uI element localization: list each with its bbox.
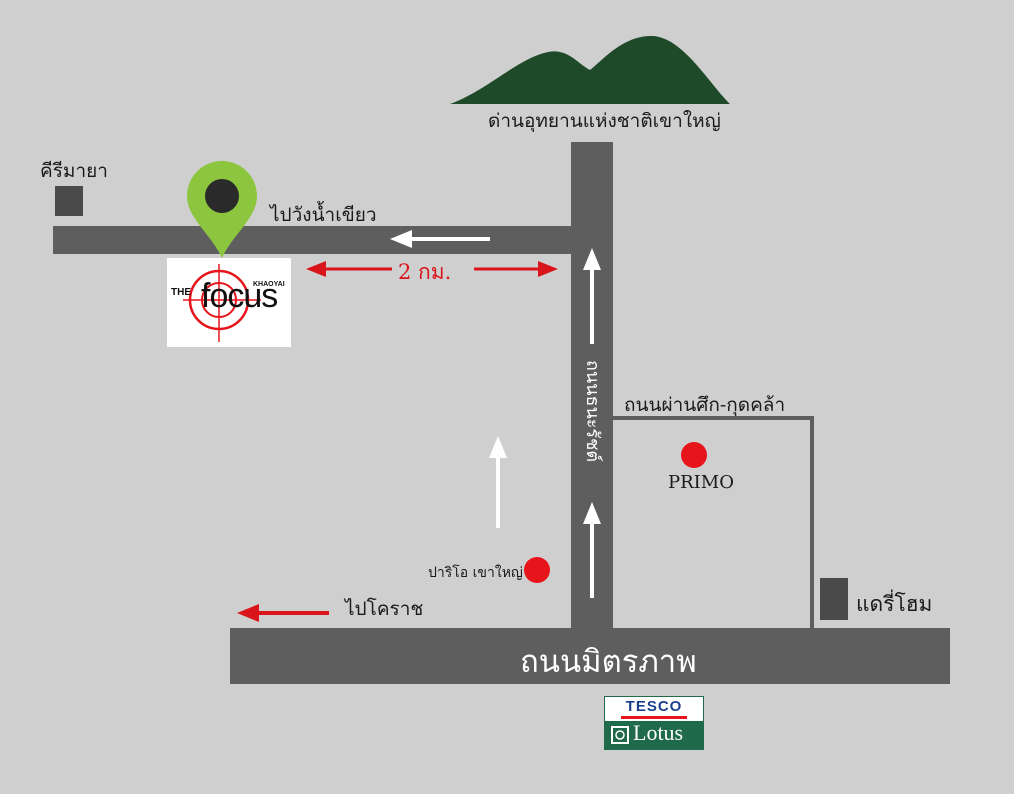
dhanarat-road-text: ถนนธนะรัชต์ (582, 359, 603, 463)
location-pin-icon (187, 161, 257, 258)
target-icon (183, 264, 261, 342)
kirimaya-building (55, 186, 83, 216)
dhanarat-road-label: ถนนธนะรัชต์ (581, 331, 603, 491)
national-park-label: ด่านอุทยานแห่งชาติเขาใหญ่ (488, 110, 721, 132)
primo-label: PRIMO (668, 472, 734, 493)
pariio-marker (524, 557, 550, 583)
to-wang-nam-khiao-label: ไปวังน้ำเขียว (270, 204, 377, 226)
arrow-up-icon (583, 248, 601, 344)
lotus-icon (611, 726, 629, 744)
dairy-home-building (820, 578, 848, 620)
tesco-lotus-logo: TESCO Lotus (604, 696, 704, 750)
pariio-label: ปาริโอ เขาใหญ่ (428, 565, 523, 581)
double-arrow-icon (306, 261, 558, 277)
lotus-band (605, 721, 703, 749)
distance-label: 2 กม. (398, 260, 452, 284)
kirimaya-label: คีรีมายา (40, 160, 108, 182)
arrow-up-icon (583, 502, 601, 598)
arrow-left-icon (237, 604, 329, 622)
focus-main-text: focus (201, 277, 278, 315)
road-top-horizontal (53, 226, 613, 254)
tesco-red-bar (621, 716, 687, 719)
focus-the-text: THE (171, 287, 191, 298)
tesco-text: TESCO (625, 698, 683, 715)
mittraphap-road-label: ถนนมิตรภาพ (520, 644, 697, 680)
the-focus-logo: THE KHAOYAI focus (167, 258, 291, 347)
to-korat-label: ไปโคราช (345, 598, 424, 620)
arrow-left-icon (390, 230, 490, 248)
road-mittraphap (230, 628, 950, 684)
focus-khaoyai-text: KHAOYAI (253, 281, 285, 288)
mountain-icon (450, 35, 730, 104)
dairy-home-label: แดรี่โฮม (856, 592, 933, 616)
lotus-text: Lotus (633, 720, 684, 745)
primo-marker (681, 442, 707, 468)
phan-suek-road-label: ถนนผ่านศึก-กุดคล้า (624, 394, 786, 416)
road-phan-suek-loop (609, 416, 814, 636)
arrow-up-icon (489, 436, 507, 528)
